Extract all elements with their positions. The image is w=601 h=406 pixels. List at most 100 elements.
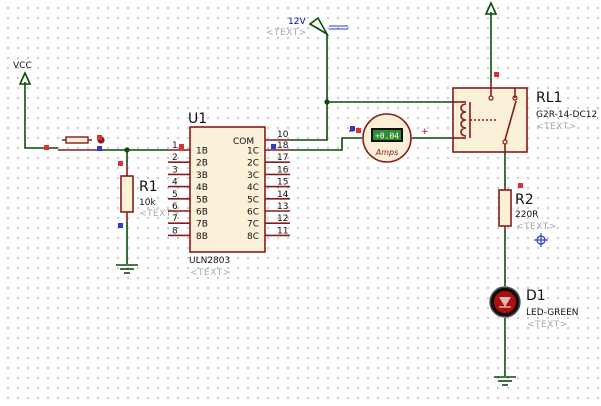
u1-pin-name: 4B [196, 183, 208, 193]
pin-marker-red [97, 135, 102, 140]
u1-pin-name: 1B [196, 147, 208, 157]
supply-arrow-icon [308, 16, 330, 37]
pin-marker-blue [350, 126, 355, 131]
u1-pin-name: 6C [247, 208, 259, 218]
power-arrow-icon [484, 1, 498, 15]
r2-ref: R2 [515, 192, 534, 208]
u1-pin-name: 2B [196, 159, 208, 169]
wire-vcc-switch[interactable] [24, 82, 58, 149]
d1-placeholder: <TEXT> [527, 320, 568, 330]
u1-pin-name: 3B [196, 171, 208, 181]
supply-placeholder: <TEXT> [266, 28, 307, 38]
pin-marker-red [179, 144, 184, 149]
u1-pin-num: 16 [277, 165, 289, 175]
wire-18-ammeter[interactable] [290, 137, 362, 151]
r1-placeholder: <TEXT> [139, 209, 180, 219]
u1-pin-num: 12 [277, 214, 288, 224]
junction-dot [124, 147, 130, 153]
ammeter-plus: + [421, 127, 429, 137]
rl1-contact-dot [488, 95, 494, 101]
u1-pin-name: 2C [247, 159, 259, 169]
ammeter-reading: +0.04 [375, 132, 399, 141]
push-button[interactable] [44, 135, 105, 151]
ground-d1[interactable] [494, 376, 516, 386]
r2-placeholder: <TEXT> [516, 222, 557, 232]
crosshair-icon [534, 233, 548, 247]
rl1-contact-dot [512, 95, 518, 101]
pin-marker-blue [118, 223, 123, 228]
u1-pin-num: 13 [277, 202, 288, 212]
u1-pin-name: 5B [196, 195, 208, 205]
u1-com-pin-num: 10 [277, 130, 289, 140]
u1-ref: U1 [188, 111, 207, 127]
supply-12v[interactable]: 12V <TEXT> [266, 16, 348, 38]
u1-pin-num: 14 [277, 190, 289, 200]
relay-switch-icon [504, 100, 517, 141]
rl1-ref: RL1 [536, 90, 562, 106]
wire-12v[interactable] [326, 34, 453, 103]
u1-body [189, 126, 266, 253]
u1-pin-num: 1 [172, 141, 178, 151]
u1-pin-num: 4 [172, 178, 178, 188]
u1-pin-num: 18 [277, 141, 289, 151]
rl1-placeholder: <TEXT> [536, 122, 577, 132]
switch-cap [65, 136, 89, 144]
resistor-r1[interactable]: R1 10k <TEXT> [118, 161, 180, 228]
pin-marker-red [356, 128, 361, 133]
u1-pin-name: 1C [247, 147, 259, 157]
u1-pin-name: 6B [196, 208, 208, 218]
ammeter-display [373, 130, 401, 140]
led-d1[interactable]: D1 LED-GREEN <TEXT> [489, 286, 579, 330]
relay-top-terminal[interactable] [484, 1, 498, 15]
r2-body [498, 189, 512, 227]
ammeter[interactable]: +0.04 Amps + [349, 113, 429, 163]
u1-pin-name: 7B [196, 220, 208, 230]
pin-marker-red [518, 183, 523, 188]
u1-pin-num: 6 [172, 202, 178, 212]
u1-pin-name: 3C [247, 171, 259, 181]
u1-pin-name: 4C [247, 183, 259, 193]
d1-ref: D1 [526, 288, 546, 304]
rl1-part: G2R-14-DC12 [536, 110, 597, 120]
r1-value: 10k [139, 198, 156, 208]
u1-placeholder: <TEXT> [190, 268, 231, 278]
relay-coil-icon [460, 103, 467, 137]
power-arrow-icon [18, 71, 32, 85]
u1-pin-num: 7 [172, 214, 178, 224]
resistor-r2[interactable]: R2 220R <TEXT> [498, 183, 557, 232]
u1-right-pins: 18 1C 17 2C 16 3C 15 4C 14 5C 13 6C 12 7C 11 8C [247, 141, 290, 242]
u1-pin-name: 7C [247, 220, 259, 230]
u1-pin-name: 5C [247, 195, 259, 205]
u1-pin-num: 2 [172, 153, 178, 163]
junction-dot [324, 99, 330, 105]
vcc-label: VCC [13, 61, 32, 71]
u1-pin-num: 3 [172, 165, 178, 175]
d1-part: LED-GREEN [526, 308, 579, 318]
pin-marker-red [118, 161, 123, 166]
ammeter-unit: Amps [375, 148, 399, 157]
r1-ref: R1 [139, 179, 158, 195]
u1-pin-num: 8 [172, 226, 178, 236]
vcc-terminal[interactable]: VCC [13, 61, 32, 85]
wire-com[interactable] [290, 102, 328, 141]
u1-pin-num: 17 [277, 153, 288, 163]
u1-com-label: COM [233, 137, 254, 147]
ground-r1[interactable] [116, 264, 138, 274]
u1-part: ULN2803 [189, 256, 230, 266]
relay-rl1[interactable]: RL1 G2R-14-DC12 <TEXT> [452, 72, 597, 153]
pin-marker-blue [97, 146, 102, 151]
u1-pin-num: 5 [172, 190, 178, 200]
r1-body [120, 175, 134, 213]
u1-pin-num: 11 [277, 226, 288, 236]
supply-label: 12V [288, 17, 306, 27]
u1-pin-num: 15 [277, 178, 288, 188]
pin-marker-blue [271, 144, 276, 149]
r2-value: 220R [515, 210, 538, 220]
pin-marker-red [44, 145, 49, 150]
pin-marker-red [494, 72, 499, 77]
u1-pin-name: 8C [247, 232, 259, 242]
diode-triangle-icon [499, 297, 511, 307]
